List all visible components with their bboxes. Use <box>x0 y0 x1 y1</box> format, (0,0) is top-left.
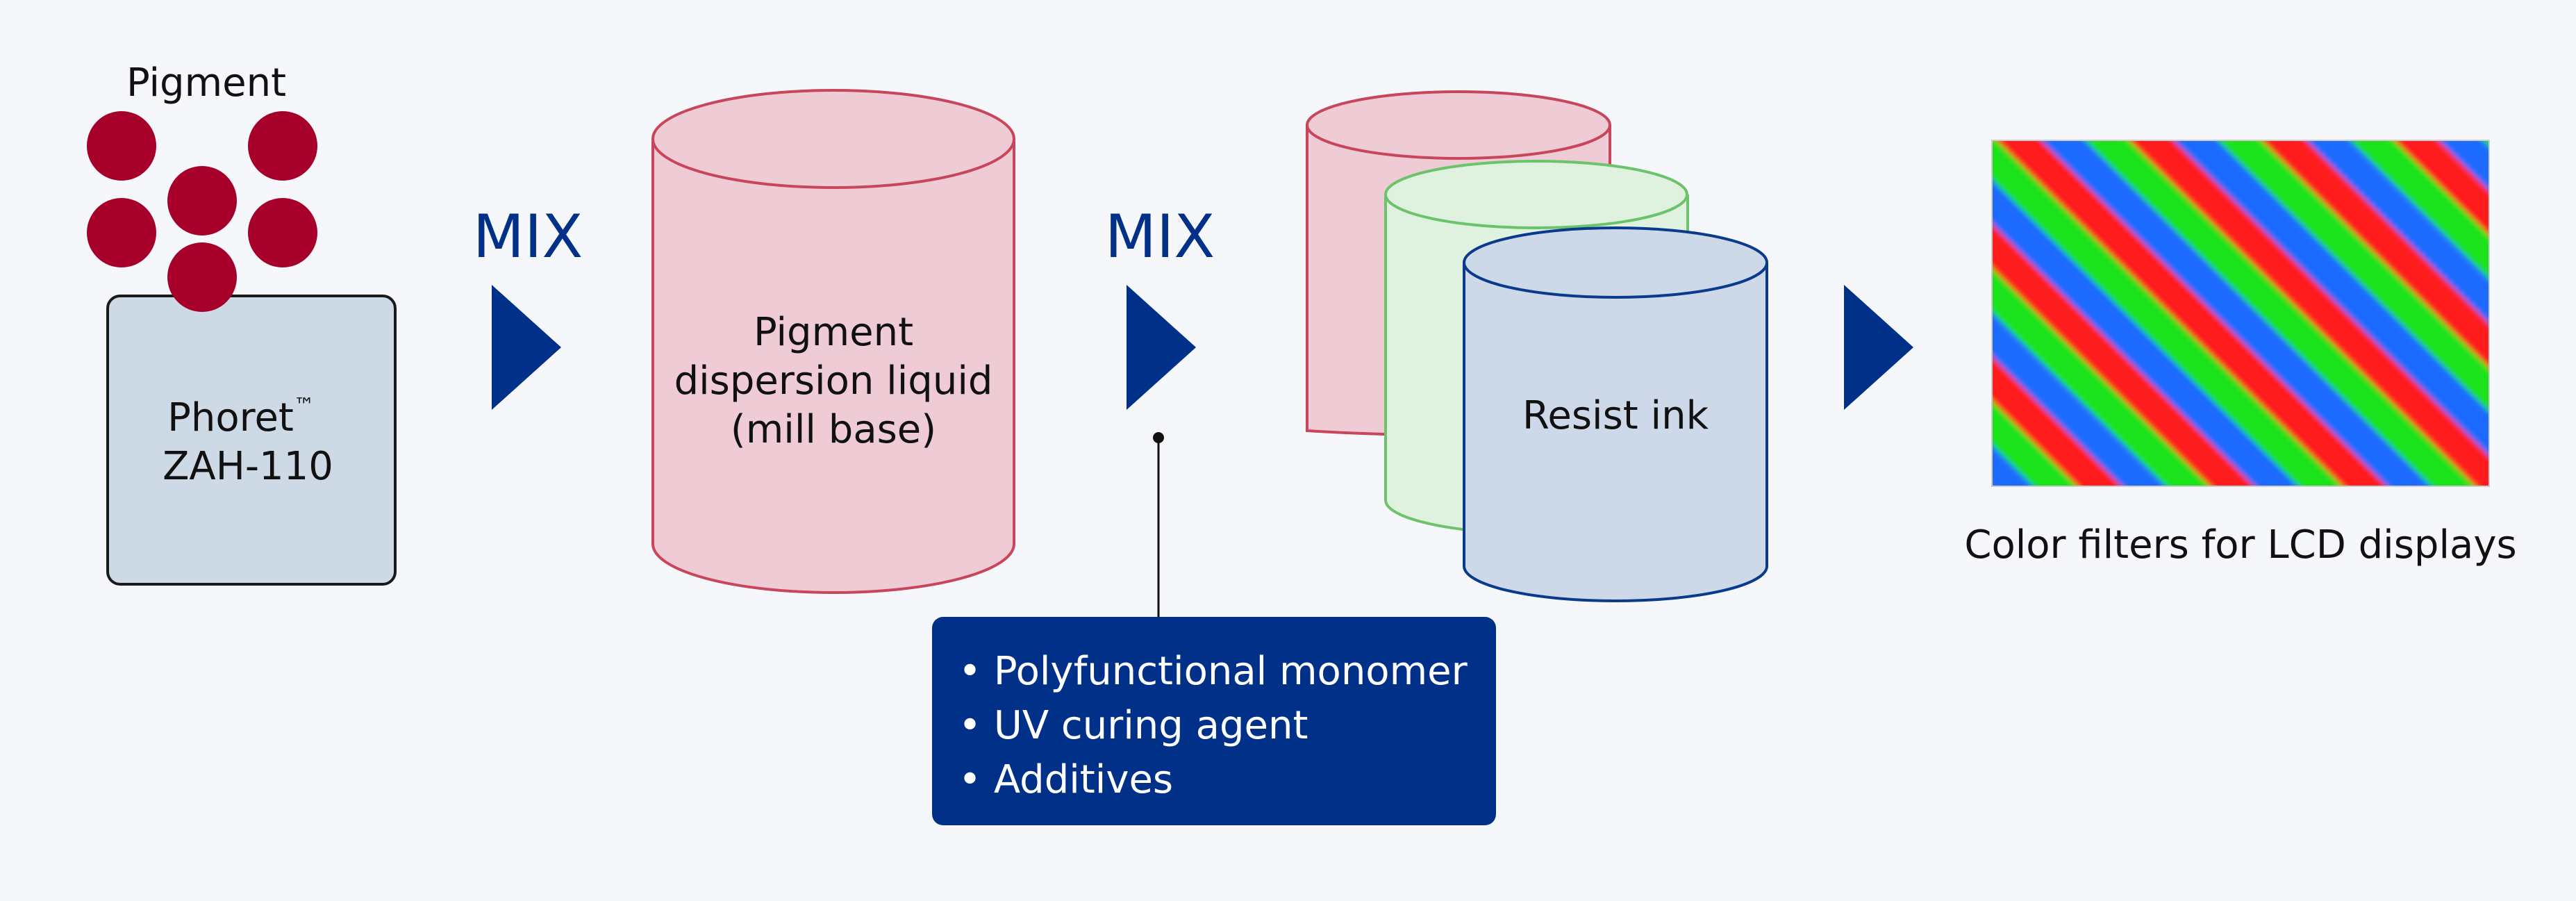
arrow-right-icon <box>1844 285 1913 410</box>
pigment-particle-icon <box>167 166 237 235</box>
pigment-particle-icon <box>248 198 317 267</box>
output-label: Color filters for LCD displays <box>1964 522 2516 568</box>
pigment-label: Pigment <box>126 60 286 106</box>
arrow-right-icon <box>1127 285 1196 410</box>
pigment-particle-icon <box>167 242 237 312</box>
additives-item-1: • Polyfunctional monomer <box>958 649 1468 694</box>
resist-label: Resist ink <box>1522 393 1709 438</box>
arrow-right-icon <box>492 285 561 410</box>
phoret-box <box>106 295 397 586</box>
additives-box <box>932 617 1496 825</box>
pigment-particles <box>87 111 317 312</box>
dispersion-line-3: (mill base) <box>731 407 936 452</box>
dispersion-line-2: dispersion liquid <box>674 358 993 404</box>
phoret-name: Phoret™ <box>167 394 315 440</box>
dispersion-line-1: Pigment <box>754 310 913 355</box>
dispersion-cylinder <box>651 89 1015 594</box>
color-filter-image <box>1992 140 2489 486</box>
phoret-model: ZAH-110 <box>163 444 333 489</box>
pigment-particle-icon <box>248 111 317 181</box>
additives-item-3: • Additives <box>958 757 1173 802</box>
additives-item-2: • UV curing agent <box>958 703 1308 748</box>
mix-label-1: MIX <box>473 202 583 272</box>
mix-label-2: MIX <box>1105 202 1215 272</box>
pigment-particle-icon <box>87 111 156 181</box>
resist-cylinder-blue <box>1463 226 1768 602</box>
color-filter-frame <box>1991 140 2490 487</box>
pigment-particle-icon <box>87 198 156 267</box>
